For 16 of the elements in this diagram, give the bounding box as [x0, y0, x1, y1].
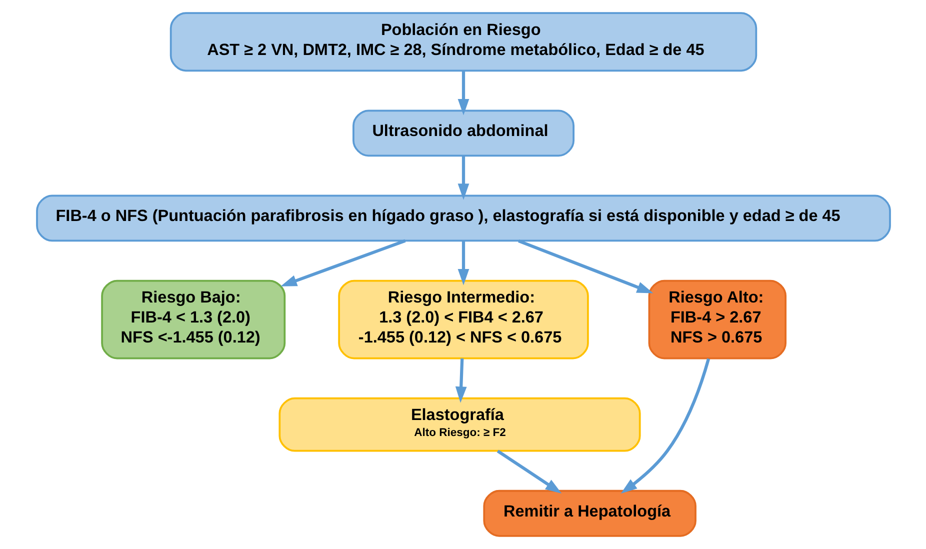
node-box: Elastografía Alto Riesgo: ≥ F2 [278, 397, 640, 452]
arrow [620, 358, 710, 494]
node-box: Ultrasonido abdominal [352, 110, 574, 157]
arrow [457, 240, 469, 286]
arrow [454, 358, 466, 403]
arrow [457, 70, 469, 116]
node-box: Remitir a Hepatología [482, 490, 696, 537]
arrow [496, 450, 562, 494]
arrow [518, 239, 653, 294]
node-box: Población en Riesgo AST ≥ 2 VN, DMT2, IMC ≥ 28, Síndrome metabólico, Edad ≥ de 45 [169, 12, 757, 72]
node-box: Riesgo Alto: FIB-4 > 2.67 NFS > 0.675 [648, 280, 786, 360]
arrow [280, 239, 406, 286]
arrow [457, 156, 469, 200]
node-box: FIB-4 o NFS (Puntuación parafibrosis en hígado graso ), elastografía si está disponible y edad ≥ de 45 [36, 194, 890, 242]
node-box: Riesgo Intermedio: 1.3 (2.0) < FIB4 < 2.67 -1.455 (0.12) < NFS < 0.675 [338, 280, 588, 360]
node-box: Riesgo Bajo: FIB-4 < 1.3 (2.0) NFS <-1.455 (0.12) [100, 280, 286, 360]
